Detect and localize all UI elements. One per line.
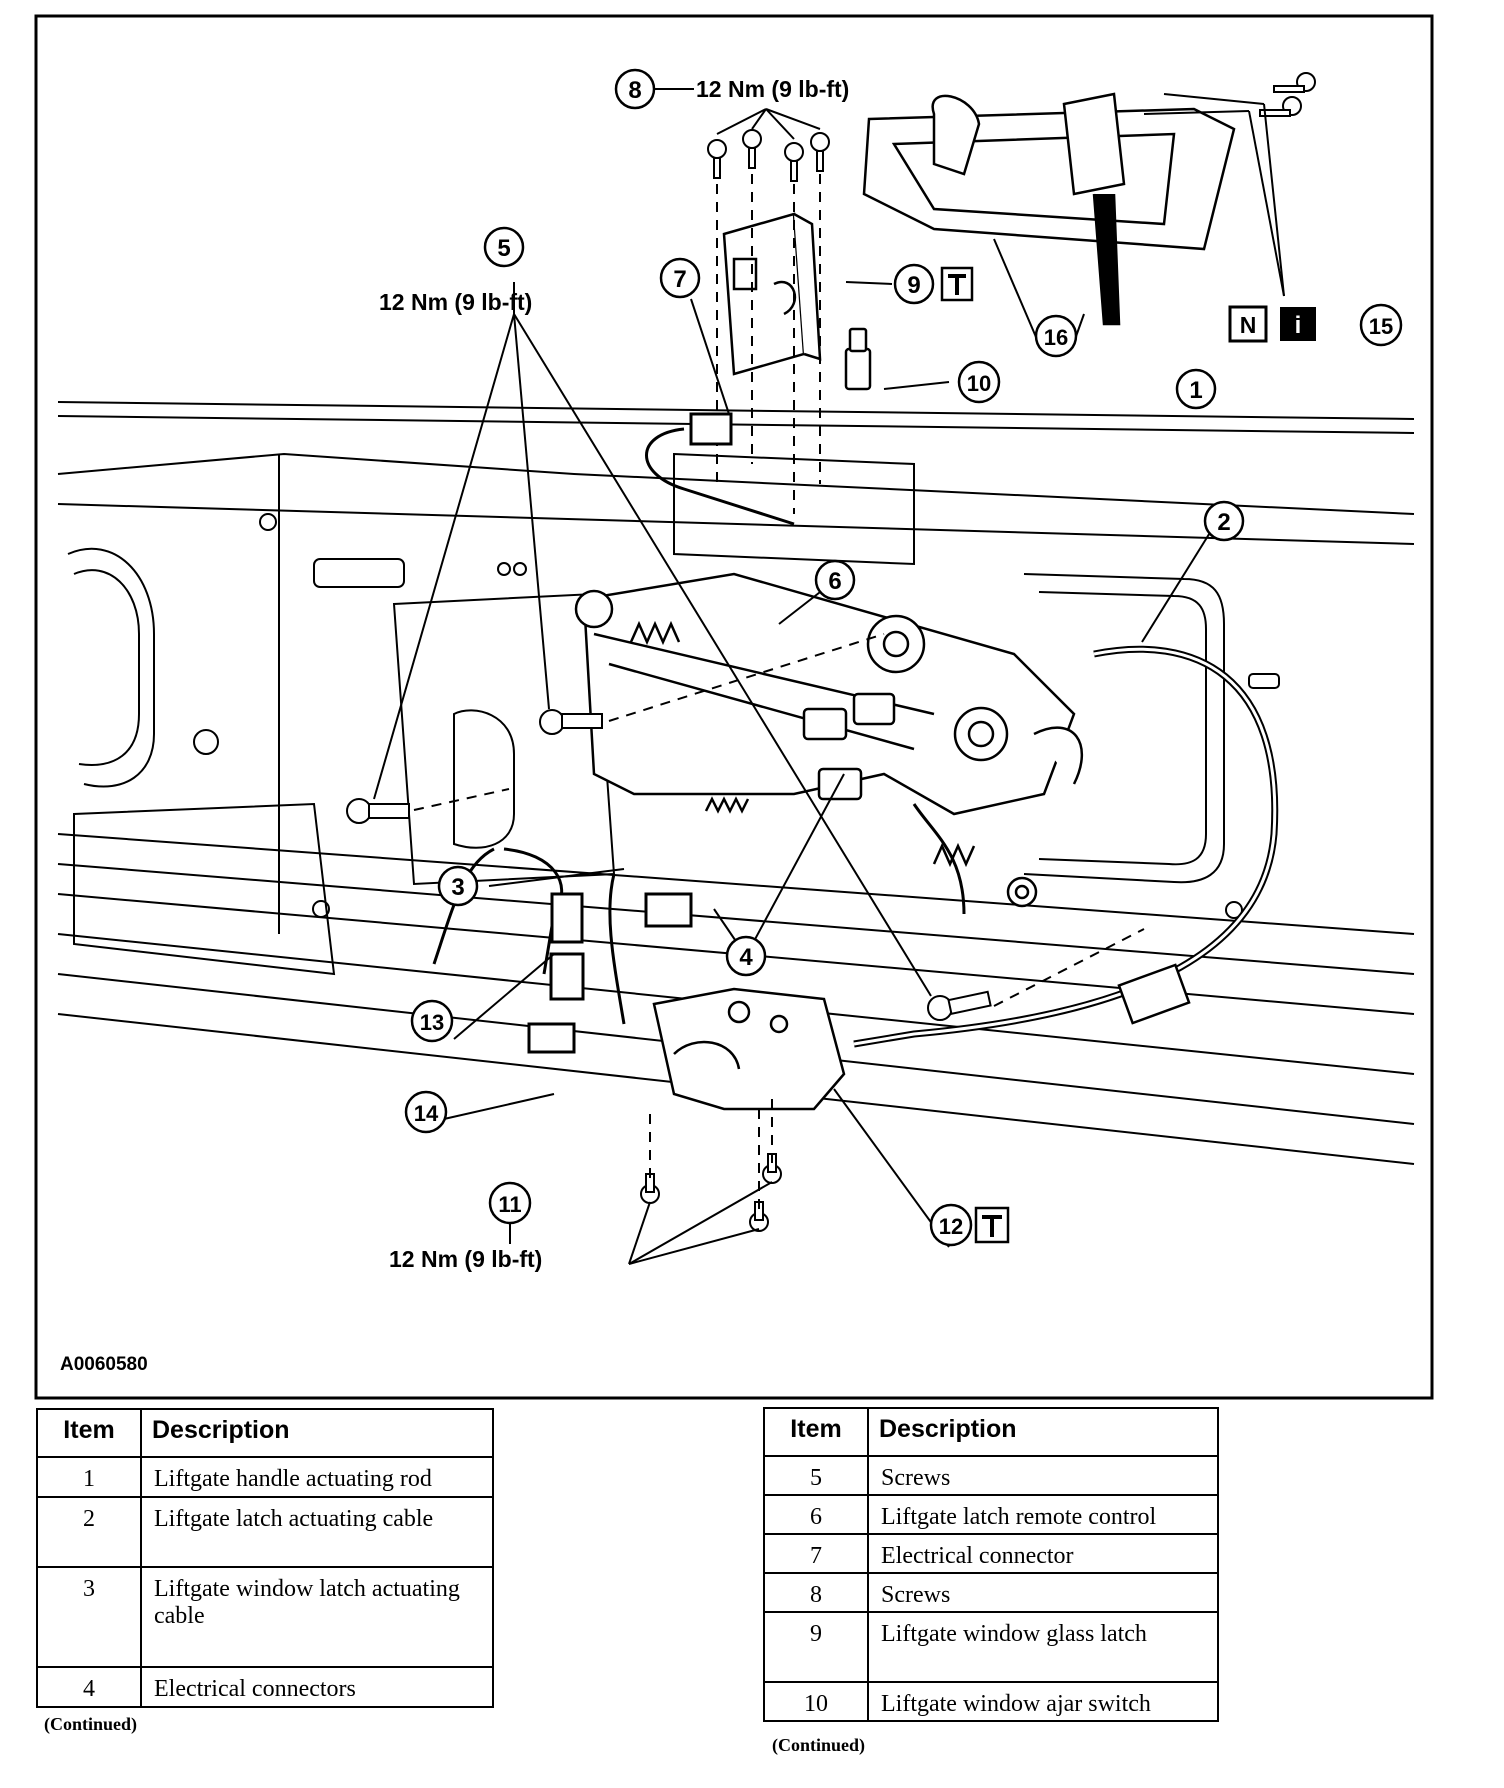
install-guide-lines bbox=[413, 174, 1145, 1209]
wiring-connectors bbox=[432, 412, 966, 1054]
screw-15a bbox=[1273, 72, 1316, 93]
torque-wrench-symbol-12 bbox=[974, 1206, 1010, 1244]
table-row-description: Electrical connectors bbox=[140, 1666, 494, 1708]
svg-text:7: 7 bbox=[673, 266, 686, 293]
callout-14: 14 bbox=[404, 1090, 448, 1134]
items-table-right: Item Description 5 Screws 6 Liftgate lat… bbox=[763, 1407, 1219, 1722]
table-row-item: 3 bbox=[36, 1566, 142, 1668]
callout-5: 5 bbox=[483, 226, 525, 268]
table-row-item: 5 bbox=[763, 1455, 869, 1496]
callout-12: 12 bbox=[929, 1203, 973, 1247]
callout-13: 13 bbox=[410, 999, 454, 1043]
screw-8a bbox=[707, 139, 727, 179]
table-row-description: Screws bbox=[867, 1455, 1219, 1496]
table-row-description: Liftgate window latch actuating cable bbox=[140, 1566, 494, 1668]
table-row-item: 8 bbox=[763, 1572, 869, 1613]
table-row-description: Liftgate latch actuating cable bbox=[140, 1496, 494, 1568]
table-row-item: 10 bbox=[763, 1681, 869, 1722]
table-left-header-description: Description bbox=[140, 1408, 494, 1458]
figure-id: A0060580 bbox=[60, 1354, 148, 1375]
callout-16: 16 bbox=[1034, 314, 1078, 358]
screw-8b bbox=[742, 129, 762, 169]
torque-label-8: 12 Nm (9 lb-ft) bbox=[696, 76, 849, 102]
new-part-symbol: N bbox=[1228, 305, 1268, 343]
screw-11a bbox=[640, 1173, 660, 1204]
table-row-item: 6 bbox=[763, 1494, 869, 1535]
table-row-item: 4 bbox=[36, 1666, 142, 1708]
svg-text:16: 16 bbox=[1044, 325, 1068, 350]
screw-8d bbox=[810, 132, 830, 172]
table-left-continued: (Continued) bbox=[44, 1714, 138, 1734]
svg-text:9: 9 bbox=[907, 272, 920, 299]
table-row-description: Electrical connector bbox=[867, 1533, 1219, 1574]
liftgate-latch-diagram: 8 5 7 9 16 15 10 1 2 6 3 4 13 14 11 12 1… bbox=[34, 14, 1434, 1400]
table-right-header-description: Description bbox=[867, 1407, 1219, 1457]
svg-text:2: 2 bbox=[1217, 509, 1230, 536]
svg-text:13: 13 bbox=[420, 1010, 444, 1035]
screw-5b bbox=[346, 798, 410, 824]
callout-3: 3 bbox=[437, 865, 479, 907]
table-left-header-item: Item bbox=[36, 1408, 142, 1458]
table-row-description: Liftgate window glass latch bbox=[867, 1611, 1219, 1683]
callout-1: 1 bbox=[1175, 368, 1217, 410]
svg-text:11: 11 bbox=[498, 1192, 521, 1217]
liftgate-lower-latch bbox=[652, 987, 846, 1111]
table-row-description: Screws bbox=[867, 1572, 1219, 1613]
callout-8: 8 bbox=[614, 68, 656, 110]
torque-label-11: 12 Nm (9 lb-ft) bbox=[389, 1246, 542, 1272]
table-row-item: 1 bbox=[36, 1456, 142, 1498]
info-symbol: i bbox=[1280, 307, 1316, 341]
svg-text:10: 10 bbox=[967, 371, 991, 396]
latch-remote-control bbox=[574, 572, 1084, 908]
svg-text:5: 5 bbox=[497, 235, 510, 262]
svg-text:4: 4 bbox=[739, 944, 753, 971]
screw-15b bbox=[1259, 96, 1302, 117]
table-row-description: Liftgate window ajar switch bbox=[867, 1681, 1219, 1722]
table-right-header-item: Item bbox=[763, 1407, 869, 1457]
callout-4: 4 bbox=[725, 935, 767, 977]
svg-text:12: 12 bbox=[939, 1214, 963, 1239]
table-row-description: Liftgate latch remote control bbox=[867, 1494, 1219, 1535]
table-row-item: 9 bbox=[763, 1611, 869, 1683]
table-row-description: Liftgate handle actuating rod bbox=[140, 1456, 494, 1498]
screw-5a bbox=[539, 709, 603, 735]
svg-text:1: 1 bbox=[1189, 377, 1202, 404]
torque-wrench-symbol-9 bbox=[940, 266, 974, 302]
table-row-item: 7 bbox=[763, 1533, 869, 1574]
callout-11: 11 bbox=[488, 1181, 532, 1225]
callout-15: 15 bbox=[1359, 303, 1403, 347]
callout-6: 6 bbox=[814, 559, 856, 601]
window-ajar-switch bbox=[844, 327, 872, 391]
svg-text:3: 3 bbox=[451, 874, 464, 901]
svg-text:6: 6 bbox=[828, 568, 841, 595]
liftgate-handle-assembly bbox=[862, 92, 1236, 326]
screws bbox=[346, 72, 1316, 1232]
items-table-left: Item Description 1 Liftgate handle actua… bbox=[36, 1408, 494, 1708]
window-glass-latch bbox=[722, 212, 822, 376]
svg-text:15: 15 bbox=[1369, 314, 1393, 339]
callout-9: 9 bbox=[893, 263, 935, 305]
callout-10: 10 bbox=[957, 360, 1001, 404]
svg-text:N: N bbox=[1240, 312, 1257, 338]
callout-7: 7 bbox=[659, 257, 701, 299]
screw-8c bbox=[784, 142, 804, 182]
table-right-continued: (Continued) bbox=[772, 1735, 866, 1755]
svg-text:14: 14 bbox=[414, 1101, 439, 1126]
torque-label-5: 12 Nm (9 lb-ft) bbox=[379, 289, 532, 315]
svg-text:8: 8 bbox=[628, 77, 641, 104]
table-row-item: 2 bbox=[36, 1496, 142, 1568]
screw-11c bbox=[749, 1201, 769, 1232]
leader-lines bbox=[373, 88, 1285, 1265]
screw-5c bbox=[927, 990, 992, 1021]
callout-2: 2 bbox=[1203, 500, 1245, 542]
svg-text:i: i bbox=[1295, 312, 1302, 339]
